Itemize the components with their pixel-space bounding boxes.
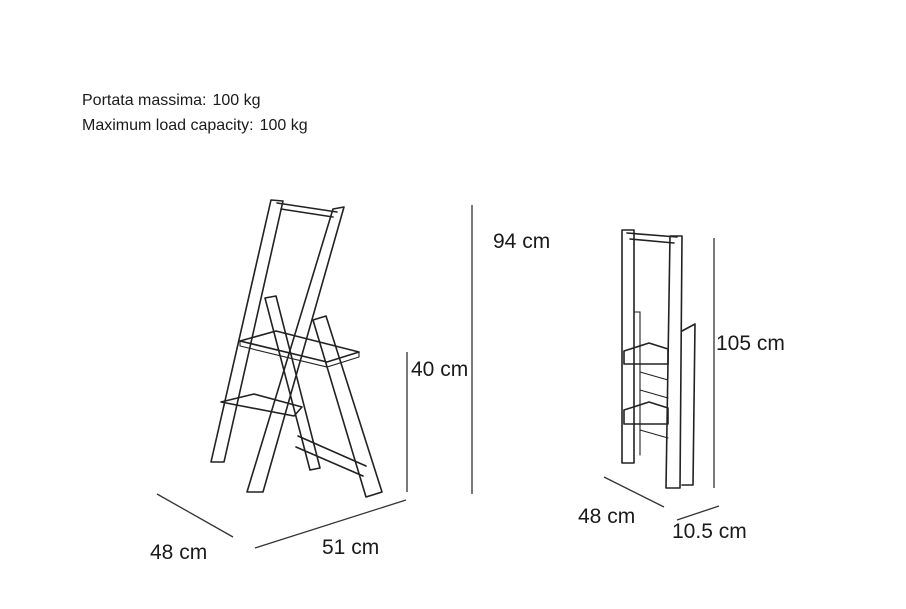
load-label-italian: Portata massima: [82,92,207,109]
label-open-width: 51 cm [322,536,379,559]
open-ladder-rear-leg [312,315,383,498]
closed-ladder-middle-slats [639,371,669,439]
open-ladder-bottom-brace [295,435,367,477]
open-dimension-lines [156,205,473,549]
closed-ladder-lower-step [623,401,669,425]
open-ladder-front-rail [246,206,345,493]
load-value-english: 100 kg [259,117,308,134]
open-ladder-strut [264,295,321,471]
closed-ladder-top-bar [626,232,678,244]
open-ladder-top-bar [276,202,338,218]
closed-ladder-rear-rail [621,229,641,464]
load-label-english: Maximum load capacity: [82,117,254,134]
load-value-italian: 100 kg [212,92,261,109]
closed-ladder-folded-leg [681,323,696,486]
closed-ladder-front-rail [665,235,683,489]
open-ladder-drawing [210,199,383,498]
label-closed-height: 105 cm [716,332,785,355]
load-capacity-english: Maximum load capacity: 100 kg [82,113,308,138]
load-capacity-italian: Portata massima: 100 kg [82,88,308,113]
closed-ladder-drawing [621,229,696,489]
label-closed-thickness: 10.5 cm [672,520,747,543]
load-capacity-note: Portata massima: 100 kg Maximum load capa… [82,88,308,138]
open-ladder-back-rail [210,199,284,463]
label-open-total-height: 94 cm [493,230,550,253]
label-open-step-height: 40 cm [411,358,468,381]
closed-thickness-dimension-line [676,505,720,521]
closed-dimension-lines [603,238,720,521]
label-closed-depth: 48 cm [578,505,635,528]
closed-ladder-upper-step [623,342,669,365]
closed-depth-dimension-line [603,476,665,508]
depth-dimension-line [156,493,234,538]
open-ladder-lower-step [220,393,303,417]
label-open-depth: 48 cm [150,541,207,564]
width-dimension-line [254,499,407,549]
